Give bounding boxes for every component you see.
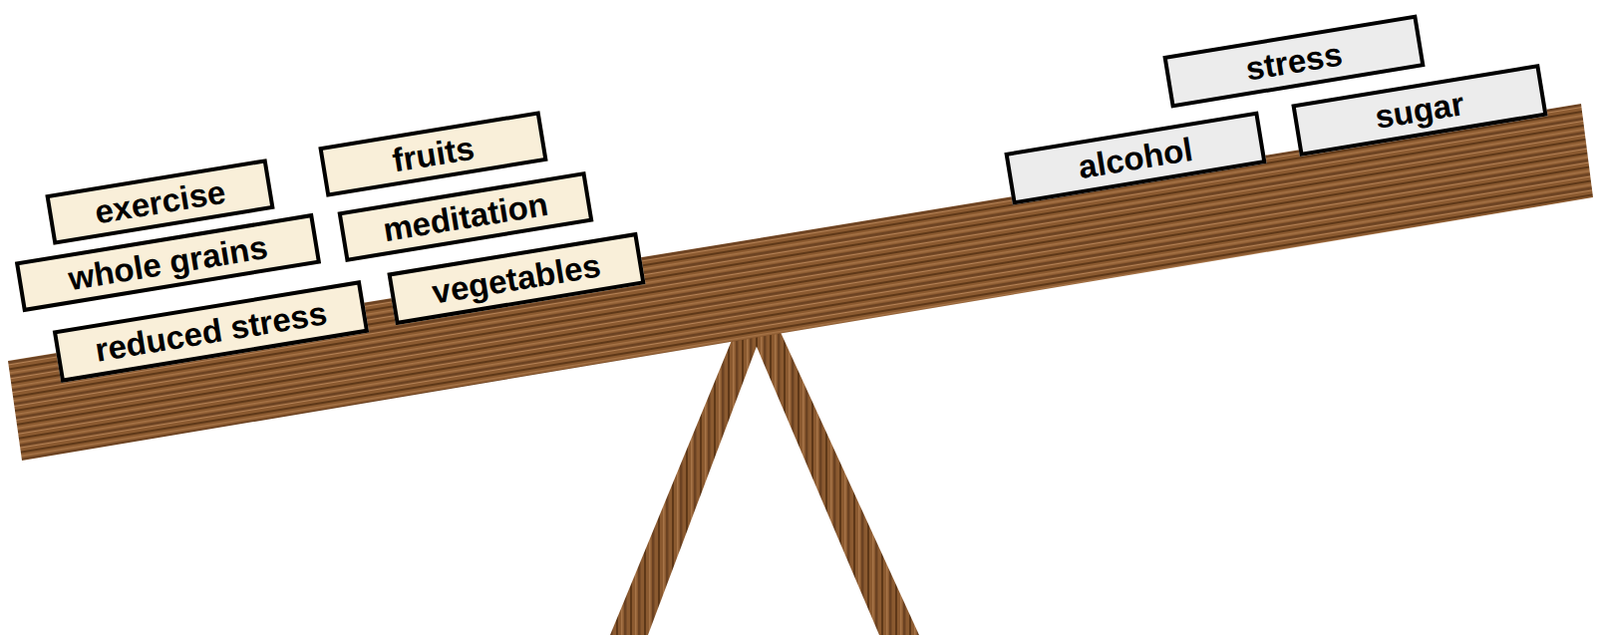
factor-label: whole grains <box>65 228 271 299</box>
seesaw-leg <box>610 317 768 635</box>
factor-label: sugar <box>1371 84 1467 137</box>
seesaw-plank <box>7 103 1594 461</box>
factor-label: meditation <box>379 185 551 250</box>
factor-label: fruits <box>389 128 478 180</box>
seesaw-leg <box>745 317 920 635</box>
factor-label: stress <box>1243 34 1345 88</box>
factor-label: exercise <box>91 172 229 232</box>
factor-label: alcohol <box>1075 130 1196 187</box>
